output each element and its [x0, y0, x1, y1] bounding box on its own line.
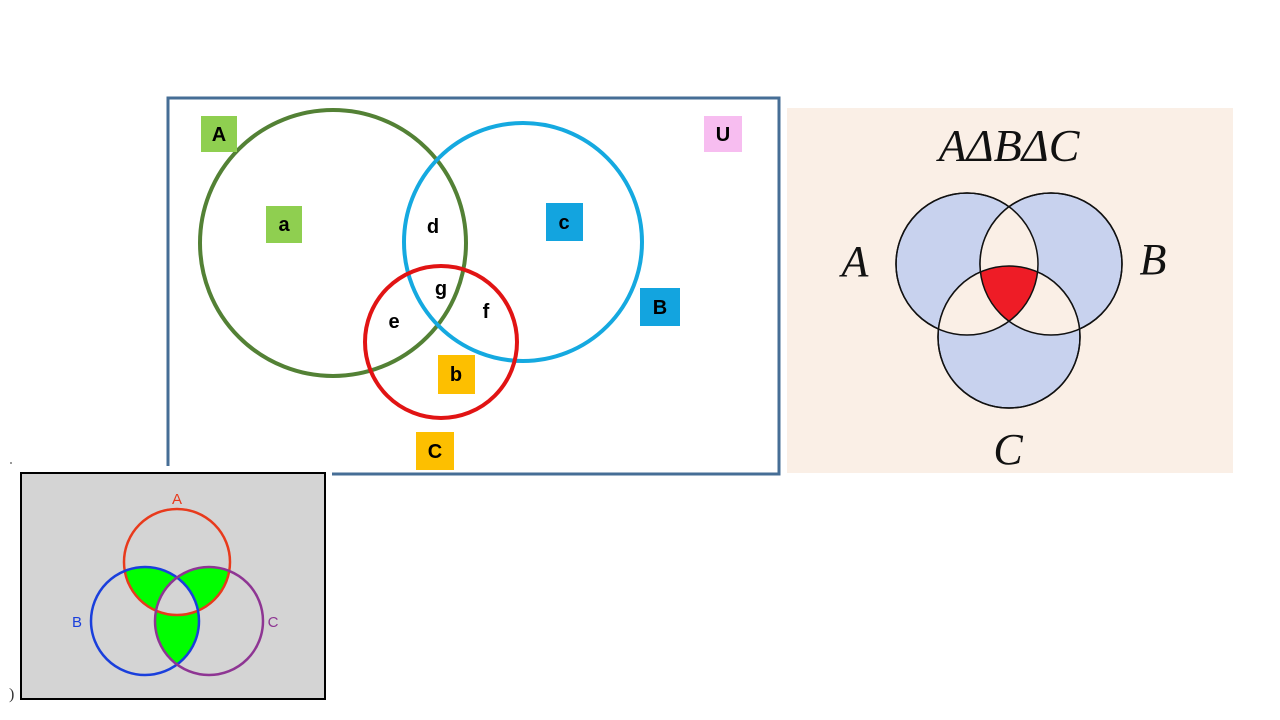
- region-a: a: [278, 214, 290, 236]
- label-u-box: [704, 116, 742, 152]
- label-b-box: [640, 288, 680, 326]
- sym-label-c: C: [993, 425, 1023, 473]
- label-c-box: [416, 432, 454, 470]
- region-c-box: [546, 203, 583, 241]
- label-u: U: [716, 124, 730, 146]
- label-a-box: [201, 116, 237, 152]
- region-a-box: [266, 206, 302, 243]
- sym-region-bc: [980, 266, 1080, 335]
- stray-paren: ): [9, 686, 15, 703]
- region-e: e: [388, 311, 399, 333]
- symmetric-difference-diagram: AΔBΔC A B C: [787, 108, 1233, 473]
- circle-c: [363, 264, 519, 420]
- label-a: A: [212, 124, 226, 146]
- region-f: f: [483, 301, 490, 323]
- region-g: g: [435, 278, 447, 300]
- label-c: C: [428, 441, 442, 463]
- inset-label-c: C: [268, 614, 279, 631]
- region-c: c: [558, 212, 569, 234]
- inset-region-abc: [155, 567, 199, 615]
- circle-b: [402, 121, 644, 363]
- inset-circle-a: [122, 507, 232, 617]
- stray-dot: [10, 462, 12, 464]
- sym-label-a: A: [839, 237, 870, 286]
- sym-outline-c: [937, 265, 1081, 409]
- sym-region-ac: [938, 266, 1038, 335]
- sym-outline-a: [895, 192, 1039, 336]
- sym-label-b: B: [1140, 235, 1167, 284]
- region-b-box: [438, 355, 475, 394]
- region-d: d: [427, 216, 439, 238]
- inset-label-b: B: [72, 614, 82, 631]
- universe-frame: [166, 96, 781, 476]
- circle-a: [198, 108, 468, 378]
- inset-circle-b: [89, 565, 201, 677]
- region-b: b: [450, 364, 462, 386]
- inset-circle-c: [153, 565, 265, 677]
- inset-label-a: A: [172, 491, 182, 508]
- label-b: B: [653, 297, 667, 319]
- main-venn-diagram: A U B C a c b d g e f: [166, 96, 781, 478]
- sym-outline-b: [979, 192, 1123, 336]
- sym-title: AΔBΔC: [936, 120, 1081, 171]
- inset-venn-diagram: A B C: [20, 472, 326, 700]
